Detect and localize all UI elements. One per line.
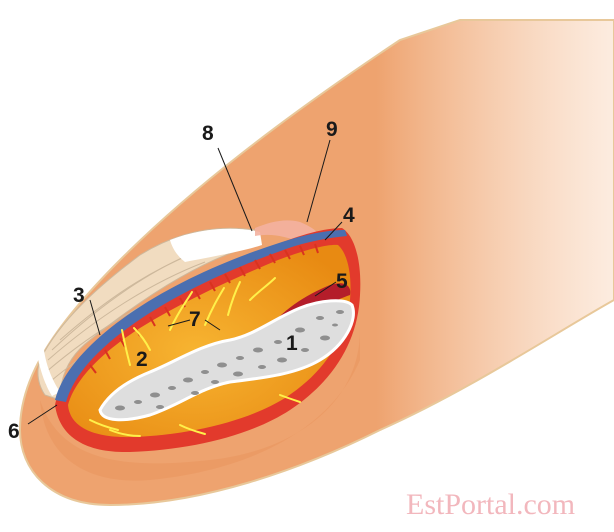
- label-5: 5: [336, 270, 348, 293]
- label-8: 8: [202, 122, 214, 145]
- leader-lines: [27, 139, 343, 425]
- finger-underside-shadow: [40, 330, 360, 481]
- label-9: 9: [326, 118, 338, 141]
- leader-line-4: [324, 221, 343, 241]
- leader-line-5: [314, 281, 337, 297]
- label-7: 7: [189, 308, 201, 331]
- label-2: 2: [136, 348, 148, 371]
- bone-trabeculae: [115, 310, 344, 411]
- dermal-papillae: [89, 243, 319, 374]
- label-4: 4: [343, 204, 355, 227]
- leader-line-7a: [167, 319, 191, 327]
- label-1: 1: [286, 332, 298, 355]
- lunula: [170, 228, 262, 262]
- leader-line-8: [217, 147, 253, 232]
- label-3: 3: [73, 284, 85, 307]
- distal-phalanx-bone: [98, 299, 355, 422]
- leader-line-7b: [204, 319, 221, 331]
- leader-line-9: [306, 139, 331, 223]
- leader-line-3: [89, 299, 101, 336]
- label-6: 6: [8, 420, 20, 443]
- leader-line-6: [27, 404, 58, 425]
- watermark: EstPortal.com: [406, 488, 575, 521]
- free-edge: [36, 350, 60, 396]
